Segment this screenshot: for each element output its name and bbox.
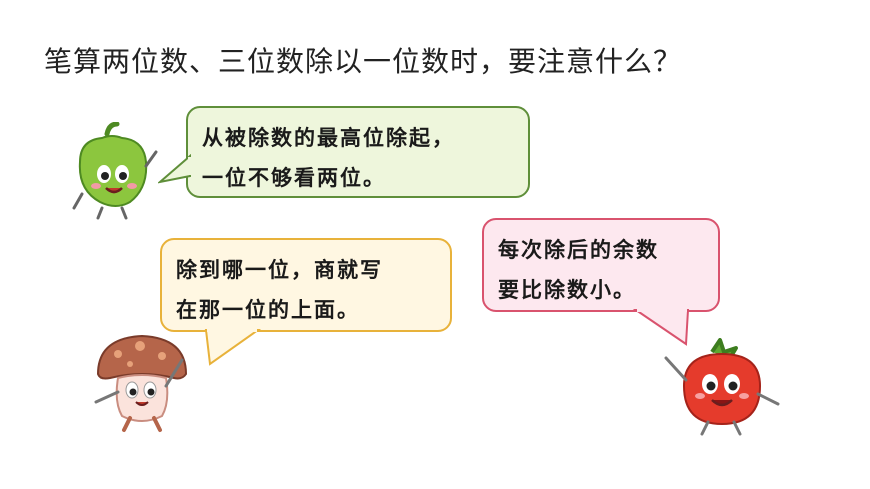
bubble-3-line-2: 要比除数小。 — [498, 278, 636, 302]
bubble-2-line-2: 在那一位的上面。 — [176, 298, 360, 322]
green-pepper-icon — [72, 122, 158, 220]
bubble-1-line-2: 一位不够看两位。 — [202, 166, 386, 190]
mushroom-icon — [94, 334, 188, 432]
speech-bubble-2: 除到哪一位，商就写 在那一位的上面。 — [160, 238, 452, 366]
bubble-2-tail — [204, 328, 262, 366]
speech-bubble-3: 每次除后的余数 要比除数小。 — [482, 218, 720, 346]
bubble-1-line-1: 从被除数的最高位除起， — [202, 126, 455, 150]
bubble-2-line-1: 除到哪一位，商就写 — [176, 258, 383, 282]
bubble-3-line-1: 每次除后的余数 — [498, 238, 659, 262]
bubble-3-tail — [632, 308, 690, 346]
tomato-icon — [664, 338, 780, 436]
speech-bubble-1: 从被除数的最高位除起， 一位不够看两位。 — [158, 106, 530, 198]
bubble-1-tail — [158, 154, 192, 184]
question-title: 笔算两位数、三位数除以一位数时，要注意什么？ — [44, 45, 683, 78]
